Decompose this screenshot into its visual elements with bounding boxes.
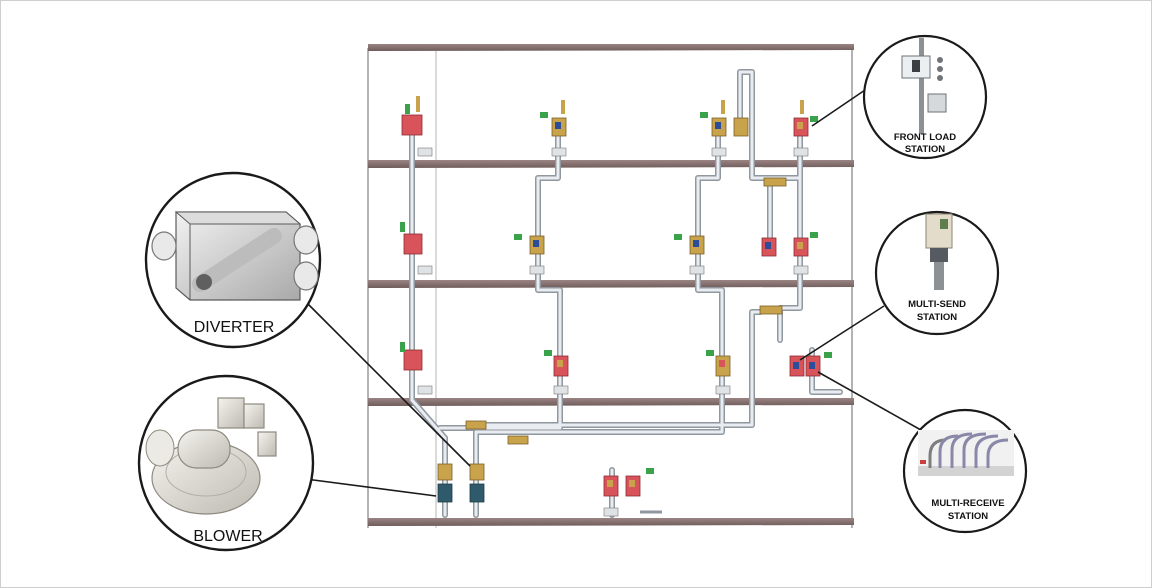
tube-loop-top bbox=[737, 69, 773, 243]
inline-diverter bbox=[507, 435, 529, 445]
callout-front-load-line2: STATION bbox=[905, 144, 945, 155]
station-f2-center bbox=[544, 350, 569, 395]
inline-diverter bbox=[759, 305, 783, 315]
leader-multi-send bbox=[799, 305, 885, 361]
station-f2-left bbox=[400, 342, 433, 395]
leader-multi-receive bbox=[817, 371, 929, 435]
front-load-station-icon bbox=[901, 38, 947, 134]
station-f3-center bbox=[514, 234, 545, 275]
station-f2-multi-send bbox=[789, 352, 832, 377]
station-f3-left bbox=[400, 222, 433, 275]
callout-front-load-station: FRONT LOAD STATION bbox=[862, 34, 988, 160]
inline-diverter bbox=[763, 177, 787, 187]
inline-diverter bbox=[465, 420, 487, 430]
station-f1-pair bbox=[603, 468, 662, 517]
callout-multi-receive-line2: STATION bbox=[948, 511, 988, 522]
callout-multi-receive-station: MULTI-RECEIVE STATION bbox=[902, 408, 1028, 534]
station-f3-right bbox=[674, 234, 705, 275]
tube-network bbox=[409, 69, 843, 518]
callout-front-load-line1: FRONT LOAD bbox=[894, 132, 956, 143]
tube-multisend-feed bbox=[777, 247, 803, 343]
station-f1-blower-left bbox=[437, 463, 485, 503]
callout-multi-send-line2: STATION bbox=[917, 312, 957, 323]
station-f4-right-a bbox=[700, 100, 749, 157]
inline-diverters bbox=[465, 177, 787, 445]
callout-multi-send-line1: MULTI-SEND bbox=[908, 299, 966, 310]
callout-diverter-label: DIVERTER bbox=[194, 319, 275, 336]
blower-icon bbox=[145, 397, 277, 515]
multi-send-station-icon bbox=[925, 213, 953, 290]
callout-leaders bbox=[297, 87, 929, 497]
station-f2-right bbox=[706, 350, 731, 395]
floor-slab-1 bbox=[368, 518, 854, 526]
diverter-icon bbox=[151, 211, 319, 301]
building-frame bbox=[367, 44, 854, 528]
leader-blower bbox=[297, 477, 437, 497]
floor-slab-4 bbox=[368, 160, 854, 168]
leader-diverter bbox=[307, 303, 471, 467]
floor-slab-3 bbox=[368, 280, 854, 288]
roof-slab bbox=[368, 44, 854, 51]
callout-multi-send-station: MULTI-SEND STATION bbox=[874, 210, 1000, 336]
station-f3-far-right bbox=[761, 232, 818, 275]
stations bbox=[400, 96, 832, 517]
callout-circle bbox=[862, 34, 988, 160]
station-f4-left bbox=[401, 96, 433, 157]
multi-receive-station-icon bbox=[918, 430, 1014, 476]
floor-slab-2 bbox=[368, 398, 854, 406]
station-f4-center bbox=[540, 100, 567, 157]
callout-blower: BLOWER bbox=[137, 374, 315, 552]
callout-multi-receive-line1: MULTI-RECEIVE bbox=[931, 498, 1004, 509]
station-f4-front-load bbox=[793, 100, 818, 157]
floor-slabs bbox=[368, 44, 854, 526]
callout-blower-label: BLOWER bbox=[193, 528, 262, 545]
callout-diverter: DIVERTER bbox=[144, 171, 322, 349]
leader-front-load bbox=[811, 87, 869, 127]
